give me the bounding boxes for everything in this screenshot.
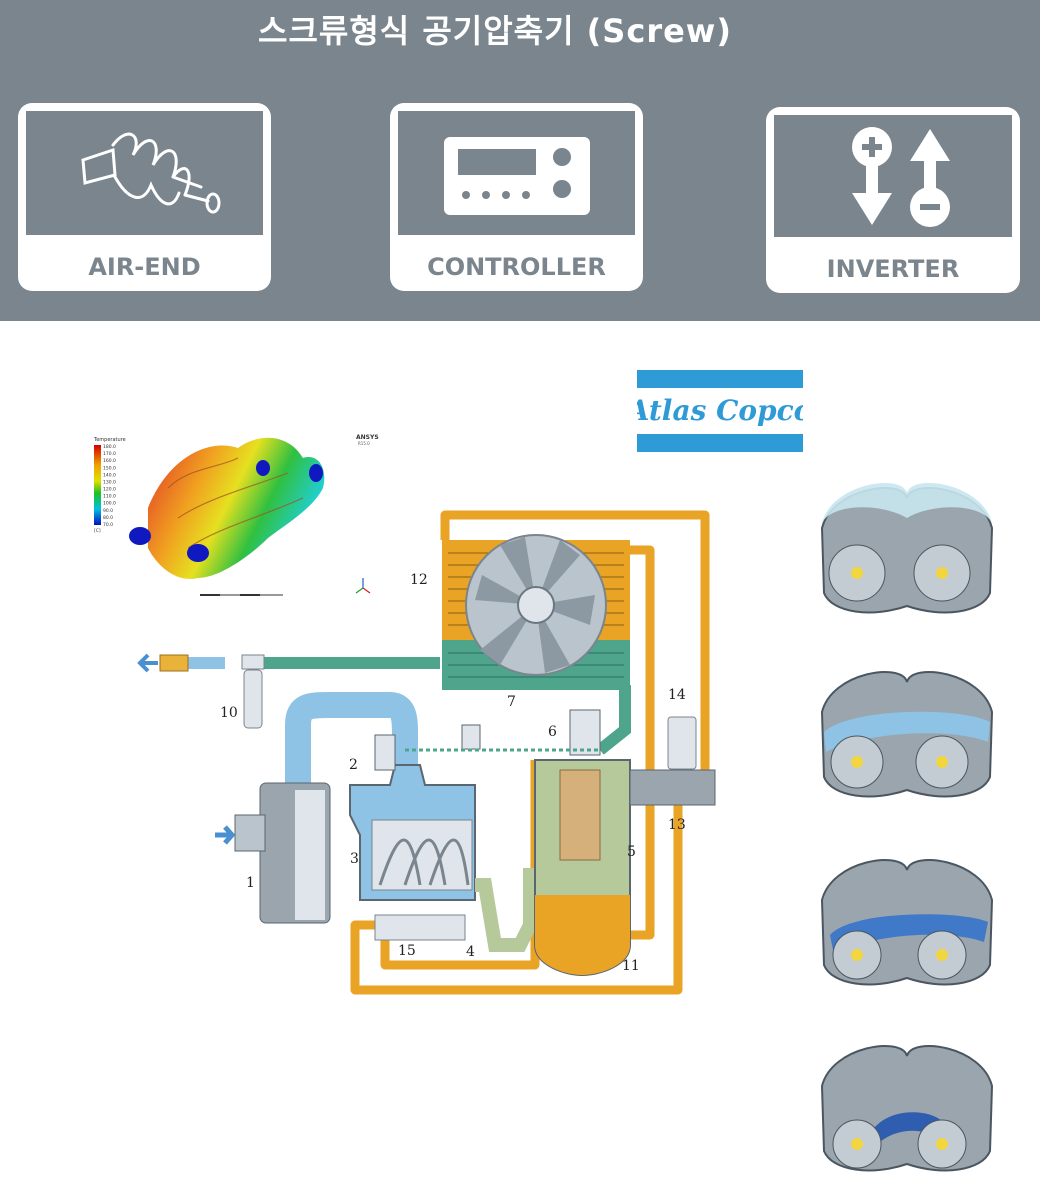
- legend-tick-label: 130.0: [103, 479, 116, 485]
- legend-tick-label: 70.0: [103, 522, 113, 528]
- legend-tick-label: 120.0: [103, 487, 116, 493]
- inverter-card-panel: [774, 115, 1012, 237]
- legend-tick-label: 160.0: [103, 458, 116, 464]
- rotor-stage-3-image: [820, 859, 994, 986]
- rotor-stage-4-image: [820, 1045, 994, 1172]
- component-number-5: 5: [627, 844, 636, 860]
- rotor-stage-1-image: [820, 483, 994, 614]
- controller-label: CONTROLLER: [427, 253, 606, 281]
- component-number-3: 3: [350, 851, 359, 867]
- inverter-card[interactable]: INVERTER: [766, 107, 1020, 293]
- component-number-2: 2: [349, 757, 358, 773]
- software-name: ANSYS: [356, 434, 379, 441]
- legend-tick-label: 180.0: [103, 444, 116, 450]
- legend-tick-label: 90.0: [103, 508, 113, 514]
- screw-rotor-icon: [81, 132, 221, 214]
- legend-tick-label: 110.0: [103, 494, 116, 500]
- page-title: 스크류형식 공기압축기 (Screw): [258, 12, 732, 50]
- component-number-15: 15: [398, 943, 416, 959]
- component-number-12: 12: [410, 572, 428, 588]
- component-number-7: 7: [507, 694, 516, 710]
- air-end-label: AIR-END: [88, 253, 201, 281]
- oil-pipe-bottom: [350, 800, 683, 995]
- component-number-13: 13: [668, 817, 686, 833]
- legend-tick-label: 80.0: [103, 515, 113, 521]
- component-number-10: 10: [220, 705, 238, 721]
- cooler-assembly: [442, 534, 630, 690]
- inverter-label: INVERTER: [826, 255, 960, 283]
- logo-text: Atlas Copco: [637, 394, 803, 427]
- legend-title: Temperature: [93, 437, 126, 443]
- legend-tick-label: 140.0: [103, 472, 116, 478]
- temperature-legend-bar: [94, 445, 101, 525]
- component-number-6: 6: [548, 724, 557, 740]
- intake-pipe: [285, 692, 418, 785]
- cfd-thermal-rotor-image: Temperature 180.0170.0160.0150.0140.0130…: [93, 434, 379, 596]
- software-version: R15.0: [358, 441, 370, 446]
- cfd-rotor-body: [129, 437, 325, 579]
- controller-card[interactable]: CONTROLLER: [390, 103, 643, 291]
- controller-panel-icon: [444, 137, 590, 215]
- legend-unit: [C]: [94, 528, 101, 534]
- oil-pipe-top: [440, 510, 710, 800]
- component-number-1: 1: [246, 875, 255, 891]
- atlas-copco-logo: Atlas Copco: [637, 370, 803, 452]
- component-number-11: 11: [622, 958, 640, 974]
- air-oil-separator-tank: [534, 709, 631, 977]
- legend-tick-label: 150.0: [103, 465, 116, 471]
- air-intake-filter: [215, 782, 331, 924]
- component-number-14: 14: [668, 687, 686, 703]
- legend-tick-label: 170.0: [103, 451, 116, 457]
- air-end-card-panel: [26, 111, 263, 235]
- header-banner: 스크류형식 공기압축기 (Screw) AIR-END: [0, 0, 1040, 321]
- rotor-stage-2-image: [820, 671, 994, 798]
- plus-minus-arrows-icon: [852, 127, 950, 227]
- component-number-4: 4: [466, 944, 475, 960]
- air-end-card[interactable]: AIR-END: [18, 103, 271, 291]
- line-filter: [241, 654, 265, 729]
- compressor-element: [349, 734, 476, 901]
- legend-tick-label: 100.0: [103, 501, 116, 507]
